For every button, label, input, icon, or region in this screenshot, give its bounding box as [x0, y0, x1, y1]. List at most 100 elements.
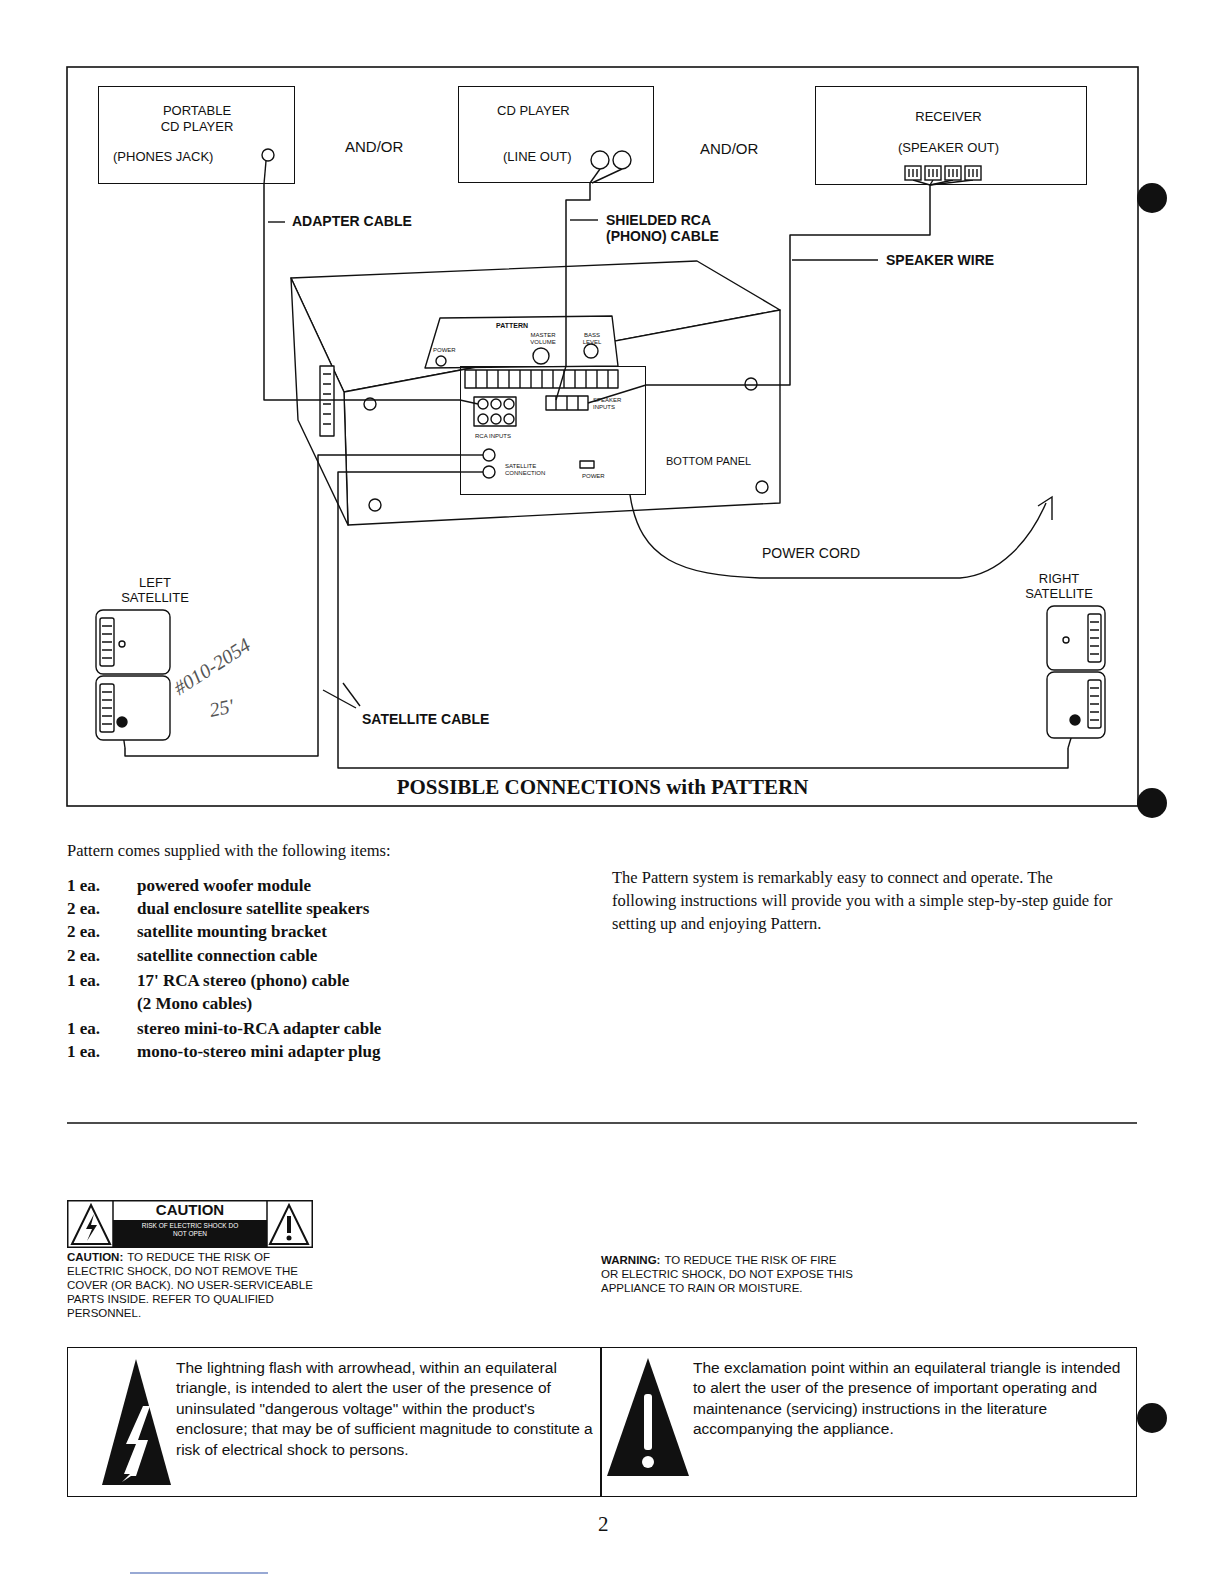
node-text: SATELLITE CONNECTION: [505, 463, 547, 476]
satellite-speaker: [102, 626, 112, 658]
caution-rule: [112, 1200, 114, 1248]
diagram-frame: [67, 1122, 1137, 1124]
text-label: POWER CORD: [762, 545, 860, 562]
leader-line: [570, 219, 598, 220]
woofer-module: [546, 396, 588, 410]
power-cord: [630, 495, 1052, 578]
diagram-caption: POSSIBLE CONNECTIONS with PATTERN: [67, 775, 1138, 800]
node-text: The lightning flash with arrowhead, with…: [176, 1358, 594, 1460]
scan-mark: [130, 1572, 268, 1573]
satellite-speaker: [1063, 637, 1069, 643]
warning-triangle: [102, 1359, 171, 1485]
notice-text: CAUTION:: [67, 1251, 123, 1263]
cable-stub: [460, 400, 478, 404]
node-text: PATTERN: [496, 322, 528, 330]
satellite-speaker: [1047, 606, 1105, 670]
warning-triangle: [607, 1358, 689, 1476]
cable-stub: [556, 366, 566, 400]
woofer-module: [323, 374, 331, 424]
satellite-speaker: [96, 606, 1105, 740]
cable-connector: [566, 183, 590, 366]
node-text: PORTABLE CD PLAYER: [156, 103, 238, 134]
node-text: (LINE OUT): [503, 149, 572, 165]
woofer-module: [504, 414, 514, 424]
satellite-speaker: [119, 641, 125, 647]
node-text: (PHONES JACK): [113, 149, 213, 165]
satellite-speaker: [1090, 622, 1099, 654]
text-label: The Pattern system is remarkably easy to…: [612, 866, 1117, 935]
parts-list-item: stereo mini-to-RCA adapter cable: [137, 1019, 381, 1039]
node-text: (SPEAKER OUT): [816, 140, 1081, 156]
device-box: CD PLAYER (LINE OUT): [458, 86, 654, 183]
notice-box: The exclamation point within an equilate…: [600, 1347, 1137, 1497]
exclamation-mark: [287, 1216, 291, 1233]
cable-stub: [460, 471, 483, 472]
parts-list-item: dual enclosure satellite speakers: [137, 899, 369, 919]
satellite-speaker: [102, 692, 112, 724]
input-jack: [613, 151, 631, 169]
binder-hole: [1137, 183, 1167, 213]
caution-band: [113, 1220, 267, 1247]
lightning-bolt: [86, 1214, 97, 1241]
woofer-module: [483, 466, 495, 478]
text-label: AND/OR: [700, 140, 758, 158]
woofer-module: [483, 449, 495, 461]
node-text: BOTTOM PANEL: [666, 455, 751, 468]
woofer-module: [580, 461, 594, 468]
leader-line: [268, 221, 285, 222]
satellite-speaker: [117, 717, 127, 727]
parts-list-item: mono-to-stereo mini adapter plug: [137, 1042, 381, 1062]
parts-list-item: 1 ea.: [67, 1019, 100, 1039]
node-text: RECEIVER: [816, 109, 1081, 125]
edge-label: SPEAKER WIRE: [884, 252, 996, 269]
cable-stub: [592, 169, 622, 183]
leader-line: [268, 220, 878, 708]
power-cord: [630, 495, 1046, 578]
cable-stub: [122, 161, 1075, 748]
woofer-module: [504, 399, 514, 409]
leader-line: [792, 259, 878, 260]
text-block: WARNING:TO REDUCE THE RISK OF FIRE OR EL…: [601, 1253, 853, 1295]
input-jack: [591, 151, 609, 169]
bottom-panel: PATTERNPOWERMASTER VOLUMEBASS LEVELSPEAK…: [460, 366, 646, 495]
woofer-module: [291, 278, 348, 525]
woofer-module: [756, 481, 768, 493]
parts-list-item: 1 ea.: [67, 876, 100, 896]
cable-connector: [264, 184, 460, 400]
satellite-speaker: [1090, 688, 1099, 720]
cable-stub: [460, 454, 483, 455]
node-text: BASS LEVEL: [580, 332, 604, 345]
node-text: MASTER VOLUME: [529, 332, 557, 345]
parts-list-item: 2 ea.: [67, 946, 100, 966]
edge-label: ADAPTER CABLE: [290, 213, 414, 230]
notice-text: WARNING:: [601, 1254, 660, 1266]
diagram-frame: [67, 67, 1138, 1123]
warning-triangle: [72, 1205, 110, 1244]
device-box: RECEIVER (SPEAKER OUT): [815, 86, 1087, 185]
satellite-speaker: [1070, 715, 1080, 725]
caution-box: CAUTIONRISK OF ELECTRIC SHOCK DO NOT OPE…: [67, 1200, 313, 1248]
exclamation-mark: [642, 1456, 654, 1468]
woofer-module: [533, 348, 549, 364]
woofer-module: [478, 414, 488, 424]
parts-list-item: satellite mounting bracket: [137, 922, 327, 942]
satellite-speaker: [1088, 680, 1101, 728]
node-text: CAUTION: [113, 1201, 267, 1219]
leader-line: [343, 683, 360, 706]
woofer-module: [584, 344, 598, 358]
node-text: CD PLAYER: [497, 103, 570, 119]
woofer-module: [344, 310, 780, 525]
satellite-speaker: [100, 684, 114, 732]
warning-triangle: [270, 1205, 308, 1244]
leader-line: [323, 690, 356, 708]
scan-mark: [130, 1572, 268, 1573]
device-box: PORTABLE CD PLAYER (PHONES JACK): [98, 86, 295, 184]
node-text: SPEAKER INPUTS: [593, 397, 625, 410]
notice-box: The lightning flash with arrowhead, with…: [67, 1347, 602, 1497]
satellite-speaker: [1047, 672, 1105, 738]
lightning-bolt: [122, 1406, 150, 1482]
caution-rule: [266, 1200, 268, 1248]
node-text: RCA INPUTS: [475, 433, 511, 440]
woofer-module: [425, 316, 618, 368]
